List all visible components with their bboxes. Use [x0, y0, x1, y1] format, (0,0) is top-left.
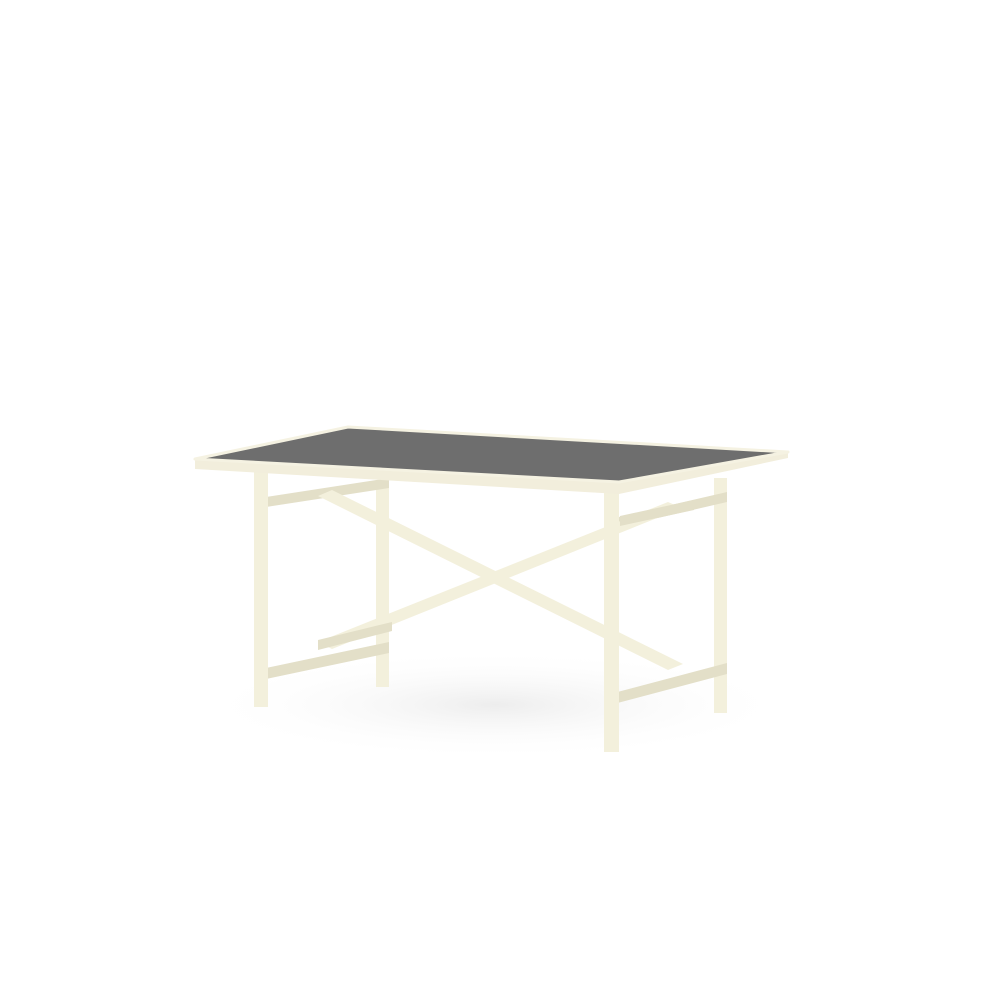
stretcher-right-lower	[606, 663, 727, 706]
tabletop-edge	[195, 452, 788, 494]
leg-back-right	[714, 478, 727, 713]
brace-head-right	[620, 500, 694, 526]
leg-front-right	[604, 492, 619, 752]
leg-front-left	[254, 470, 268, 707]
stretcher-left-lower	[266, 642, 389, 679]
tabletop	[193, 425, 790, 494]
brace-foot-left	[318, 622, 392, 650]
leg-back-left	[376, 482, 389, 687]
tabletop-rim	[193, 425, 790, 484]
tabletop-surface	[195, 427, 788, 482]
table-frame	[254, 470, 727, 752]
cross-brace-b	[318, 502, 682, 649]
floor-shadow	[195, 650, 795, 760]
